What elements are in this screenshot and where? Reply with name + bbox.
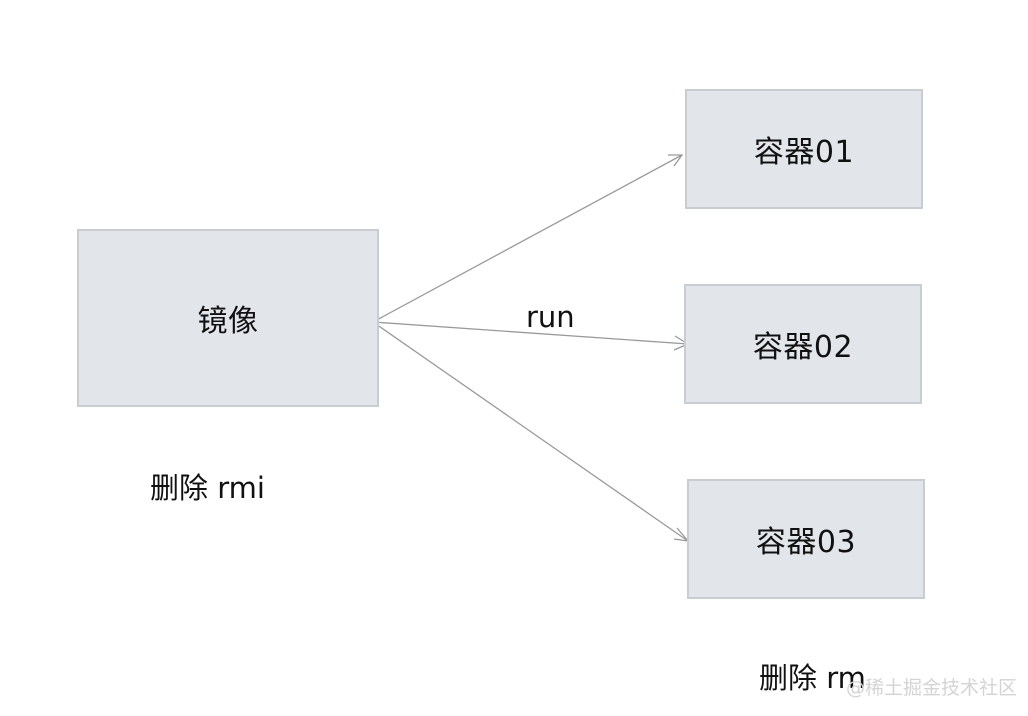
image-node: 镜像 (77, 229, 379, 407)
container-node-03: 容器03 (687, 479, 925, 599)
arrow-to-container-02 (372, 321, 689, 345)
container-delete-note: 删除 rm (759, 661, 866, 695)
watermark: @稀土掘金技术社区 (846, 677, 1018, 699)
container-node-01: 容器01 (685, 89, 923, 209)
container-node-02: 容器02 (684, 284, 922, 404)
image-node-label: 镜像 (197, 304, 259, 339)
container-node-01-label: 容器01 (753, 135, 855, 170)
arrow-to-container-03 (372, 321, 689, 542)
arrow-to-container-01 (372, 154, 683, 323)
arrowhead-container-01 (668, 154, 684, 167)
container-node-02-label: 容器02 (752, 330, 854, 365)
container-node-03-label: 容器03 (755, 525, 857, 560)
image-delete-note: 删除 rmi (150, 471, 265, 505)
arrowhead-container-03 (673, 527, 690, 542)
run-edge-label: run (526, 300, 575, 334)
